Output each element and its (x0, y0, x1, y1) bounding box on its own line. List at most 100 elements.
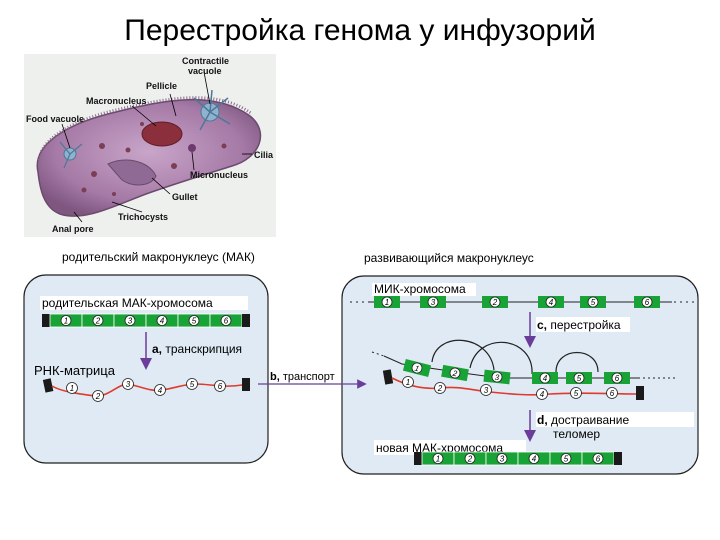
rearr-point-label-marker (536, 388, 548, 400)
contractile-vacuole-canals (193, 89, 231, 131)
parent-chromosome-label-bg (40, 296, 248, 310)
parent-segment-number-marker (92, 315, 104, 326)
label-gullet: Gullet (172, 192, 198, 202)
mic-segment-number: 5 (591, 298, 596, 307)
rearr-rna-left-cap (382, 369, 394, 385)
rna-template-label: РНК-матрица (34, 363, 116, 378)
new-segment-number: 5 (564, 455, 569, 464)
rearr-point-label-marker (480, 384, 492, 396)
rearr-point-label: 3 (484, 386, 489, 395)
rearr-point-label: 1 (406, 378, 410, 387)
new-segment-number: 3 (500, 455, 505, 464)
rearr-segment-group: 2 (441, 364, 469, 382)
new-segment-number: 2 (467, 455, 473, 464)
rna-point-label: 6 (218, 382, 223, 391)
rna-strand (51, 383, 243, 397)
gullet-shape (107, 159, 157, 186)
rna-point-label: 1 (70, 384, 74, 393)
mic-segment-number: 2 (492, 298, 498, 307)
label-cilia: Cilia (254, 150, 274, 160)
paramecium-figure: Contractile vacuole Pellicle Macronucleu… (24, 54, 276, 237)
parent-segment-number: 4 (160, 317, 165, 326)
parent-chromosome-label: родительская МАК-хромосома (42, 296, 213, 310)
new-segment-number: 4 (532, 455, 537, 464)
mic-segment-number-marker (489, 296, 501, 308)
new-segment-number-marker (560, 453, 572, 464)
new-telomere-right (614, 452, 622, 465)
mic-segment-number-marker (641, 296, 653, 308)
new-chromosome-label: новая МАК-хромосома (376, 441, 503, 455)
label-micronucleus: Micronucleus (190, 170, 248, 180)
right-panel-header: развивающийся макронуклеус (364, 251, 534, 265)
rna-point-label-marker (186, 378, 198, 390)
rearr-segment-number: 3 (494, 373, 500, 382)
rna-point-label-marker (66, 382, 78, 394)
rearr-segment-number-marker (449, 367, 461, 379)
rearr-dotted-left (371, 351, 385, 357)
rearr-point-label: 5 (574, 389, 579, 398)
rearr-segment-number: 1 (414, 364, 420, 374)
cilia-fringe (37, 96, 253, 167)
rearr-loop-3 (555, 351, 599, 373)
label-contractile-vacuole-1: Contractile (182, 56, 229, 66)
parent-segment-number: 6 (224, 317, 229, 326)
parent-segment-number-marker (124, 315, 136, 326)
parent-segment-number: 3 (128, 317, 133, 326)
new-segment-number-marker (592, 453, 604, 464)
rna-point-label-marker (92, 390, 104, 402)
step-c-label-bg (536, 317, 630, 332)
telomere-right (242, 314, 250, 327)
rearr-rna-right-cap (636, 386, 644, 400)
rearr-point-label: 2 (437, 384, 443, 393)
label-leader-lines (61, 71, 252, 223)
new-chromosome-label-bg (374, 440, 526, 455)
rearr-point-label: 4 (540, 390, 545, 399)
new-segment-number-marker (464, 453, 476, 464)
parent-segment-number-marker (188, 315, 200, 326)
rearr-segment-number: 6 (615, 374, 620, 383)
rearr-segment-group: 6 (604, 372, 630, 384)
parent-segment-number: 1 (64, 317, 68, 326)
step-d-label-2: теломер (553, 427, 600, 441)
parent-segment-number-marker (156, 315, 168, 326)
rearr-loop-2 (469, 341, 533, 375)
label-food-vacuole: Food vacuole (26, 114, 84, 124)
rna-point-label: 2 (95, 392, 101, 401)
rearr-segment-group: 4 (532, 372, 558, 384)
step-d-label-bg (536, 412, 694, 427)
rna-left-cap (42, 378, 54, 393)
rearr-segment-number: 4 (543, 374, 548, 383)
mic-segment-number: 6 (645, 298, 650, 307)
parent-segment-number: 2 (95, 317, 101, 326)
mic-chromosome-label-bg (372, 283, 476, 296)
new-segment-number-marker (496, 453, 508, 464)
rearr-segment-number-marker (539, 372, 551, 384)
rearr-point-label-marker (570, 387, 582, 399)
step-c-label: c, перестройка (537, 318, 621, 332)
rearr-segment-number-marker (573, 372, 585, 384)
transport-label: b, транспорт (270, 371, 335, 383)
left-panel-header: родительский макронуклеус (МАК) (62, 250, 255, 264)
telomere-left (42, 314, 50, 327)
label-contractile-vacuole-2: vacuole (188, 66, 222, 76)
rna-point-label: 5 (190, 380, 195, 389)
macronucleus-shape (141, 121, 183, 147)
page-title: Перестройка генома у инфузорий (124, 14, 596, 47)
rearr-segment-number: 5 (577, 374, 582, 383)
paramecium-illustration: Contractile vacuole Pellicle Macronucleu… (26, 56, 274, 234)
mic-chromosome-label: МИК-хромосома (374, 282, 466, 296)
food-particles (81, 122, 227, 196)
rearr-segment-group: 5 (566, 372, 592, 384)
rearr-point-label-marker (402, 376, 414, 388)
new-telomere-left (414, 452, 422, 465)
mic-segment-number-marker (545, 296, 557, 308)
food-vacuole-canals (59, 141, 83, 169)
rna-point-label: 3 (126, 380, 131, 389)
mic-segment-number: 1 (385, 298, 389, 307)
new-segment-number-marker (528, 453, 540, 464)
parent-segment-number: 5 (192, 317, 197, 326)
